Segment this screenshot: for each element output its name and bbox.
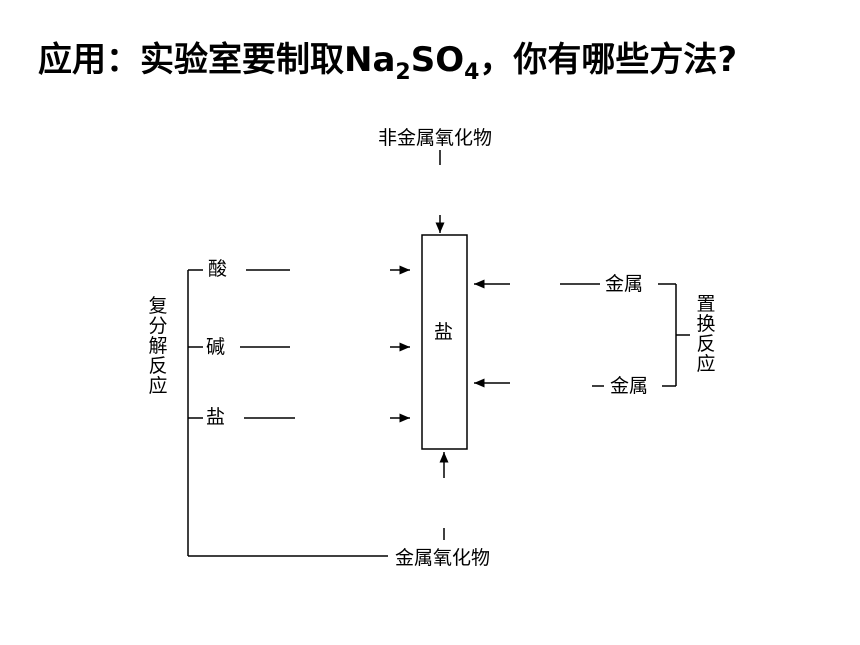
title-prefix: 应用：实验室要制取: [38, 40, 344, 80]
base-label: 碱: [206, 336, 226, 358]
metal-label-2: 金属: [610, 375, 649, 397]
double-decomposition-label: 复分解反应: [148, 295, 168, 397]
salt-box: [421, 234, 468, 450]
title-formula-sub4: 4: [464, 59, 480, 85]
salt-label: 盐: [206, 406, 226, 428]
title-formula-so: SO: [410, 40, 465, 80]
displacement-reaction-label: 置换反应: [696, 293, 716, 375]
metal-oxide-label: 金属氧化物: [395, 547, 491, 569]
nonmetal-oxide-label: 非金属氧化物: [378, 127, 493, 149]
title-suffix: ，你有哪些方法?: [479, 40, 738, 80]
title-formula-sub2: 2: [395, 59, 411, 85]
acid-label: 酸: [208, 258, 228, 280]
page-title: 应用：实验室要制取Na2SO4，你有哪些方法?: [38, 32, 737, 85]
title-formula-na: Na: [344, 40, 396, 80]
salt-center-label: 盐: [434, 321, 454, 343]
metal-label-1: 金属: [605, 273, 644, 295]
